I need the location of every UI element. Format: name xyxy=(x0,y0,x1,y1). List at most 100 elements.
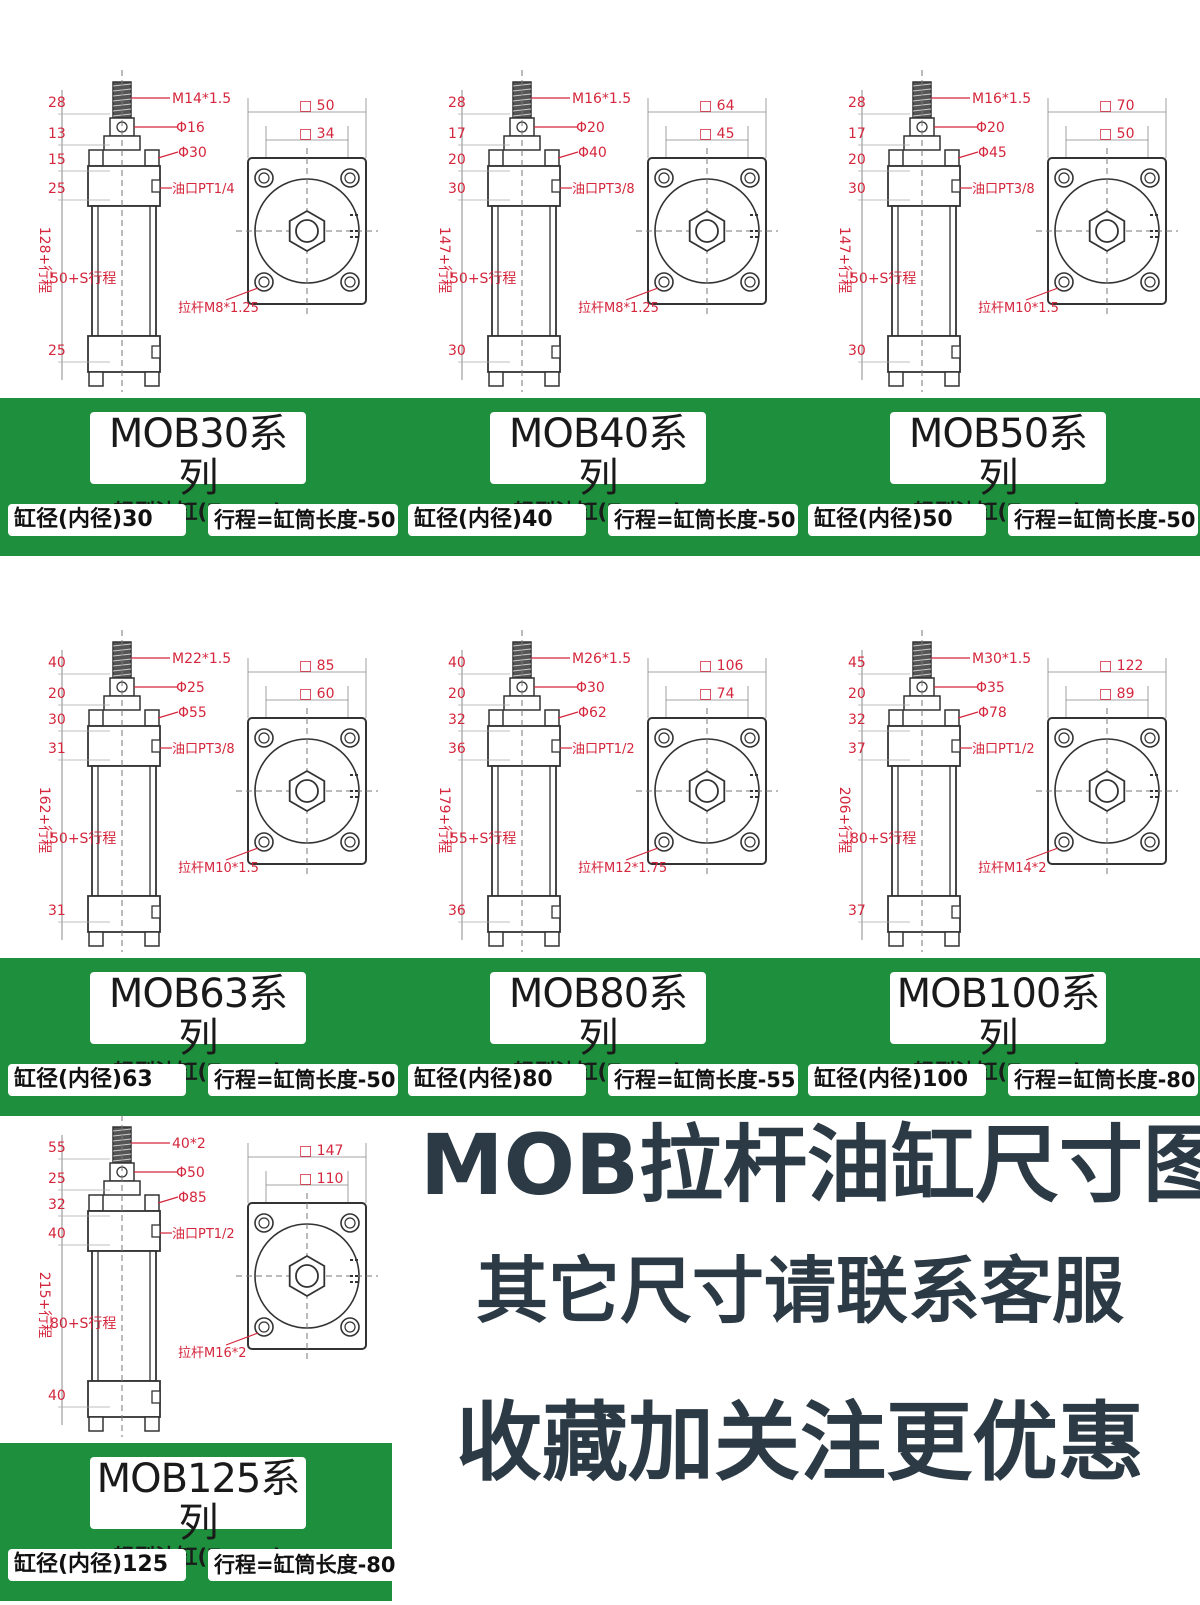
stroke-length-label: 55+S行程 xyxy=(450,831,516,847)
dimension-value: 36 xyxy=(448,741,466,757)
oil-port-label: 油口PT1/2 xyxy=(572,742,635,757)
tie-rod-nut xyxy=(544,149,560,167)
side-view: 4020303131162+行程50+S行程M22*1.5Φ25Φ55油口PT3… xyxy=(36,630,235,952)
tie-rod-nut xyxy=(144,149,160,167)
total-length-label: 128+行程 xyxy=(36,227,52,293)
dimension-value: 30 xyxy=(848,343,866,359)
dimension-value: 32 xyxy=(448,712,466,728)
side-view: 2813152525128+行程50+S行程M14*1.5Φ16Φ30油口PT1… xyxy=(36,70,235,392)
bore-diameter-pill: 缸径(内径)50 xyxy=(808,504,986,536)
tie-rod-nut xyxy=(544,371,560,387)
front-cover xyxy=(887,725,961,767)
tie-rod-nut xyxy=(888,709,904,727)
gland-diameter-label: Φ62 xyxy=(578,705,607,721)
tie-rod-label: 拉杆M10*1.5 xyxy=(978,301,1059,316)
dimension-value: 31 xyxy=(48,741,66,757)
bore-diameter-pill: 缸径(内径)63 xyxy=(8,1064,186,1096)
rod-diameter-label: Φ35 xyxy=(976,680,1005,696)
oil-port-label: 油口PT1/4 xyxy=(172,182,235,197)
square-outer-label: □ 64 xyxy=(699,98,735,114)
total-length-label: 147+行程 xyxy=(836,227,852,293)
gland-diameter-label: Φ55 xyxy=(178,705,207,721)
cylinder-drawing: 4020303131162+行程50+S行程M22*1.5Φ25Φ55油口PT3… xyxy=(36,630,378,952)
gland-diameter-label: Φ40 xyxy=(578,145,607,161)
stroke-length-label: 50+S行程 xyxy=(850,271,916,287)
front-cover xyxy=(887,165,961,207)
gland-diameter-label: Φ78 xyxy=(978,705,1007,721)
tie-rod-nut xyxy=(888,931,904,947)
dimension-value: 25 xyxy=(48,181,66,197)
tie-rod-nut xyxy=(88,371,104,387)
dimension-value: 20 xyxy=(848,152,866,168)
thread-spec-label: M16*1.5 xyxy=(572,91,631,107)
square-outer-label: □ 122 xyxy=(1099,658,1143,674)
stroke-formula-pill: 行程=缸筒长度-50 xyxy=(208,504,398,536)
gland-diameter-label: Φ85 xyxy=(178,1190,207,1206)
total-length-label: 162+行程 xyxy=(36,787,52,853)
square-outer-label: □ 50 xyxy=(299,98,335,114)
oil-port-label: 油口PT1/2 xyxy=(972,742,1035,757)
tie-rod-nut xyxy=(888,371,904,387)
oil-port-label: 油口PT3/8 xyxy=(572,182,635,197)
tie-rod-label: 拉杆M8*1.25 xyxy=(178,301,259,316)
rear-cover xyxy=(87,335,161,373)
headline-promo: 收藏加关注更优惠 xyxy=(456,1393,1144,1493)
headline-contact: 其它尺寸请联系客服 xyxy=(475,1249,1124,1333)
dimension-value: 28 xyxy=(48,95,66,111)
tie-rod-nut xyxy=(144,931,160,947)
dimension-value: 20 xyxy=(448,686,466,702)
series-title-box: MOB63系列轻型油缸(7mpa) xyxy=(90,972,306,1084)
rod-diameter-label: Φ50 xyxy=(176,1165,205,1181)
square-inner-label: □ 60 xyxy=(299,686,335,702)
thread-spec-label: M26*1.5 xyxy=(572,651,631,667)
dimension-value: 28 xyxy=(848,95,866,111)
tie-rod-label: 拉杆M8*1.25 xyxy=(578,301,659,316)
dimension-value: 36 xyxy=(448,903,466,919)
series-name: MOB100系列 xyxy=(896,971,1101,1061)
stroke-formula-pill: 行程=缸筒长度-50 xyxy=(1008,504,1198,536)
cylinder-barrel xyxy=(91,1250,157,1382)
dimension-value: 15 xyxy=(48,152,66,168)
series-title-box: MOB80系列轻型油缸(7mpa) xyxy=(490,972,706,1084)
side-view: 2817203030147+行程50+S行程M16*1.5Φ20Φ45油口PT3… xyxy=(836,70,1035,392)
tie-rod-nut xyxy=(144,709,160,727)
thread-spec-label: M30*1.5 xyxy=(972,651,1031,667)
series-title-box: MOB30系列轻型油缸(7mpa) xyxy=(90,412,306,524)
dimension-value: 40 xyxy=(448,655,466,671)
rod-diameter-label: Φ25 xyxy=(176,680,205,696)
square-outer-label: □ 70 xyxy=(1099,98,1135,114)
thread-spec-label: M22*1.5 xyxy=(172,651,231,667)
rod-diameter-label: Φ30 xyxy=(576,680,605,696)
oil-port-label: 油口PT3/8 xyxy=(972,182,1035,197)
dimension-value: 40 xyxy=(48,1226,66,1242)
series-name: MOB63系列 xyxy=(108,971,288,1061)
cylinder-barrel xyxy=(491,765,557,897)
series-title-box: MOB50系列轻型油缸(7mpa) xyxy=(890,412,1106,524)
dimension-value: 17 xyxy=(848,126,866,142)
rear-cover xyxy=(887,335,961,373)
rear-cover xyxy=(887,895,961,933)
dimension-value: 17 xyxy=(448,126,466,142)
series-title-box: MOB100系列轻型油缸(7mpa) xyxy=(890,972,1106,1084)
dimension-value: 30 xyxy=(48,712,66,728)
dimension-value: 30 xyxy=(448,181,466,197)
cylinder-drawing: 2817203030147+行程50+S行程M16*1.5Φ20Φ40油口PT3… xyxy=(436,70,778,392)
tie-rod-nut xyxy=(88,1416,104,1432)
bore-diameter-pill: 缸径(内径)30 xyxy=(8,504,186,536)
dimension-value: 30 xyxy=(848,181,866,197)
stroke-formula-pill: 行程=缸筒长度-80 xyxy=(1008,1064,1198,1096)
series-title-box: MOB40系列轻型油缸(7mpa) xyxy=(490,412,706,524)
rear-cover xyxy=(487,335,561,373)
series-banner: MOB30系列轻型油缸(7mpa)缸径(内径)30 行程=缸筒长度-50 xyxy=(0,398,400,556)
oil-port-label: 油口PT1/2 xyxy=(172,1227,235,1242)
tie-rod-nut xyxy=(88,149,104,167)
cylinder-barrel xyxy=(891,765,957,897)
dimension-value: 32 xyxy=(48,1197,66,1213)
